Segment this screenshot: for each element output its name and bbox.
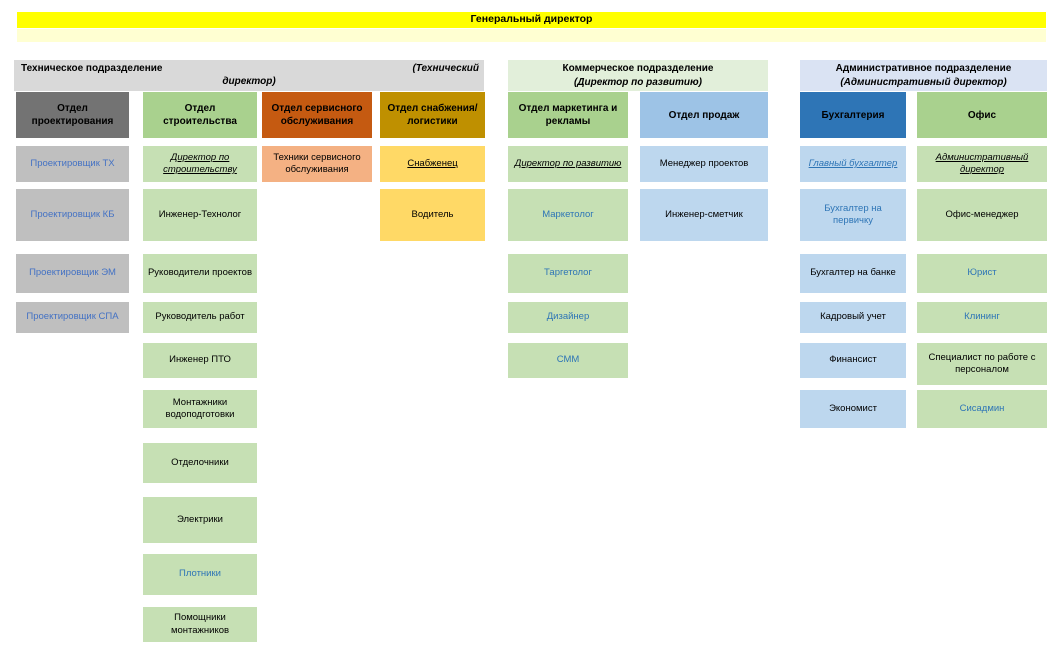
role-service-technicians: Техники сервисного обслуживания (262, 146, 372, 182)
section-commercial: Коммерческое подразделение (Директор по … (508, 60, 768, 91)
section-administrative: Административное подразделение (Админист… (800, 60, 1047, 91)
general-director-banner: Генеральный директор (17, 12, 1046, 28)
role-design-em: Проектировщик ЭМ (16, 254, 129, 293)
role-marketer: Маркетолог (508, 189, 628, 241)
role-design-kb: Проектировщик КБ (16, 189, 129, 241)
role-installer-assistants: Помощники монтажников (143, 607, 257, 642)
dept-header-design: Отдел проектирования (16, 92, 129, 138)
role-electricians: Электрики (143, 497, 257, 543)
role-works-manager: Руководитель работ (143, 302, 257, 333)
role-sysadmin: Сисадмин (917, 390, 1047, 428)
role-construction-director-link[interactable]: Директор по строительству (143, 146, 257, 182)
banner-shadow-strip (17, 29, 1046, 42)
role-chief-accountant-link[interactable]: Главный бухгалтер (800, 146, 906, 182)
role-water-installers: Монтажники водоподготовки (143, 390, 257, 428)
role-design-spa: Проектировщик СПА (16, 302, 129, 333)
dept-header-office: Офис (917, 92, 1047, 138)
role-lawyer: Юрист (917, 254, 1047, 293)
role-hr-specialist: Специалист по работе с персоналом (917, 343, 1047, 385)
dept-header-service: Отдел сервисного обслуживания (262, 92, 372, 138)
section-technical-title: Техническое подразделение (21, 63, 163, 74)
role-designer: Дизайнер (508, 302, 628, 333)
dept-header-construction: Отдел строительства (143, 92, 257, 138)
section-commercial-title: Коммерческое подразделение (562, 62, 714, 74)
role-finishers: Отделочники (143, 443, 257, 483)
dept-header-accounting: Бухгалтерия (800, 92, 906, 138)
role-pto-engineer: Инженер ПТО (143, 343, 257, 378)
role-hr-records: Кадровый учет (800, 302, 906, 333)
section-technical-subtitle-wrap: директор) (222, 76, 276, 87)
role-engineer-technologist: Инженер-Технолог (143, 189, 257, 241)
section-commercial-subtitle: (Директор по развитию) (573, 76, 703, 88)
role-economist: Экономист (800, 390, 906, 428)
role-smm: СММ (508, 343, 628, 378)
section-administrative-title: Административное подразделение (835, 62, 1012, 74)
role-administrative-director-link[interactable]: Административный директор (917, 146, 1047, 182)
role-cleaning: Клининг (917, 302, 1047, 333)
role-supplier-link[interactable]: Снабженец (380, 146, 485, 182)
role-sales-project-manager: Менеджер проектов (640, 146, 768, 182)
role-carpenters: Плотники (143, 554, 257, 595)
role-development-director-link[interactable]: Директор по развитию (508, 146, 628, 182)
role-bank-accountant: Бухгалтер на банке (800, 254, 906, 293)
role-project-managers: Руководители проектов (143, 254, 257, 293)
section-technical-subtitle-right: (Технический (412, 63, 479, 74)
dept-header-sales: Отдел продаж (640, 92, 768, 138)
section-technical: Техническое подразделение (Технический д… (14, 60, 484, 91)
section-administrative-subtitle: (Административный директор) (840, 76, 1007, 88)
role-design-tx: Проектировщик ТХ (16, 146, 129, 182)
role-driver: Водитель (380, 189, 485, 241)
role-primary-accountant: Бухгалтер на первичку (800, 189, 906, 241)
role-targetologist: Таргетолог (508, 254, 628, 293)
role-cost-engineer: Инженер-сметчик (640, 189, 768, 241)
dept-header-supply: Отдел снабжения/ логистики (380, 92, 485, 138)
role-financier: Финансист (800, 343, 906, 378)
dept-header-marketing: Отдел маркетинга и рекламы (508, 92, 628, 138)
role-office-manager: Офис-менеджер (917, 189, 1047, 241)
